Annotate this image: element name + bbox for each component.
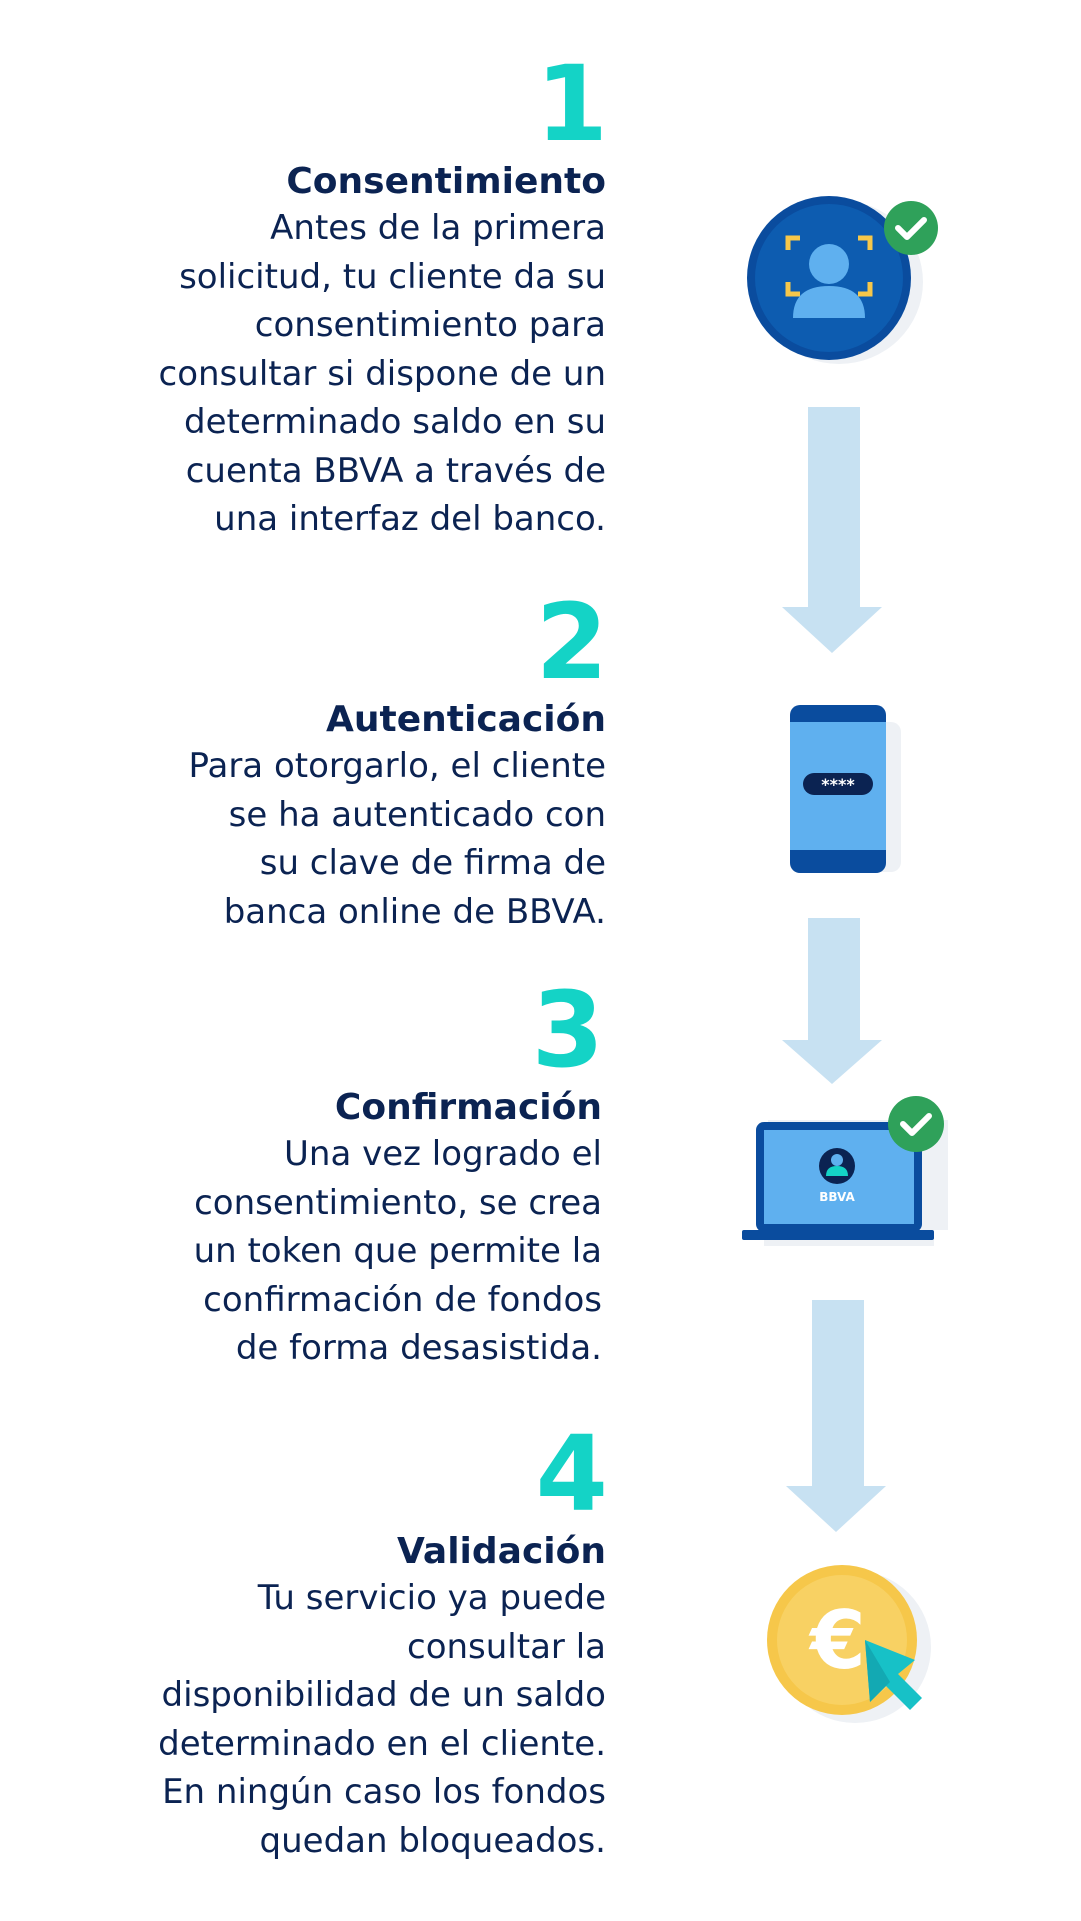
step-description: Antes de la primera solicitud, tu client…	[158, 208, 606, 539]
euro-symbol: €	[808, 1594, 866, 1687]
check-badge-icon	[888, 1096, 944, 1152]
cursor-pointer-icon	[865, 1640, 922, 1710]
step-number: 1	[535, 43, 608, 165]
step-1: 1 Consentimiento Antes de la primera sol…	[158, 43, 608, 544]
step-title: Confirmación	[334, 1087, 602, 1128]
phone-password-icon: ****	[790, 705, 901, 873]
laptop-brand-label: BBVA	[819, 1190, 855, 1204]
step-title: Validación	[397, 1531, 606, 1572]
password-mask: ****	[821, 775, 855, 794]
laptop-bbva-icon: BBVA	[742, 1096, 948, 1246]
step-description: Para otorgarlo, el cliente se ha autenti…	[188, 746, 606, 932]
check-badge-icon	[884, 201, 938, 255]
step-4: 4 Validación Tu servicio ya puede consul…	[158, 1413, 608, 1865]
step-title: Autenticación	[326, 699, 606, 740]
step-2: 2 Autenticación Para otorgarlo, el clien…	[188, 581, 608, 936]
step-number: 2	[535, 581, 608, 703]
step-description: Tu servicio ya puede consultar la dispon…	[158, 1578, 606, 1861]
step-3: 3 Confirmación Una vez logrado el consen…	[193, 969, 604, 1373]
step-description: Una vez logrado el consentimiento, se cr…	[193, 1134, 602, 1368]
down-arrow-icon	[782, 407, 882, 653]
step-title: Consentimiento	[286, 161, 606, 202]
step-number: 3	[531, 969, 604, 1091]
down-arrow-icon	[782, 918, 882, 1084]
user-face-scan-icon	[747, 196, 938, 364]
step-number: 4	[535, 1413, 608, 1535]
down-arrow-icon	[786, 1300, 886, 1532]
euro-coin-cursor-icon: €	[767, 1565, 931, 1723]
